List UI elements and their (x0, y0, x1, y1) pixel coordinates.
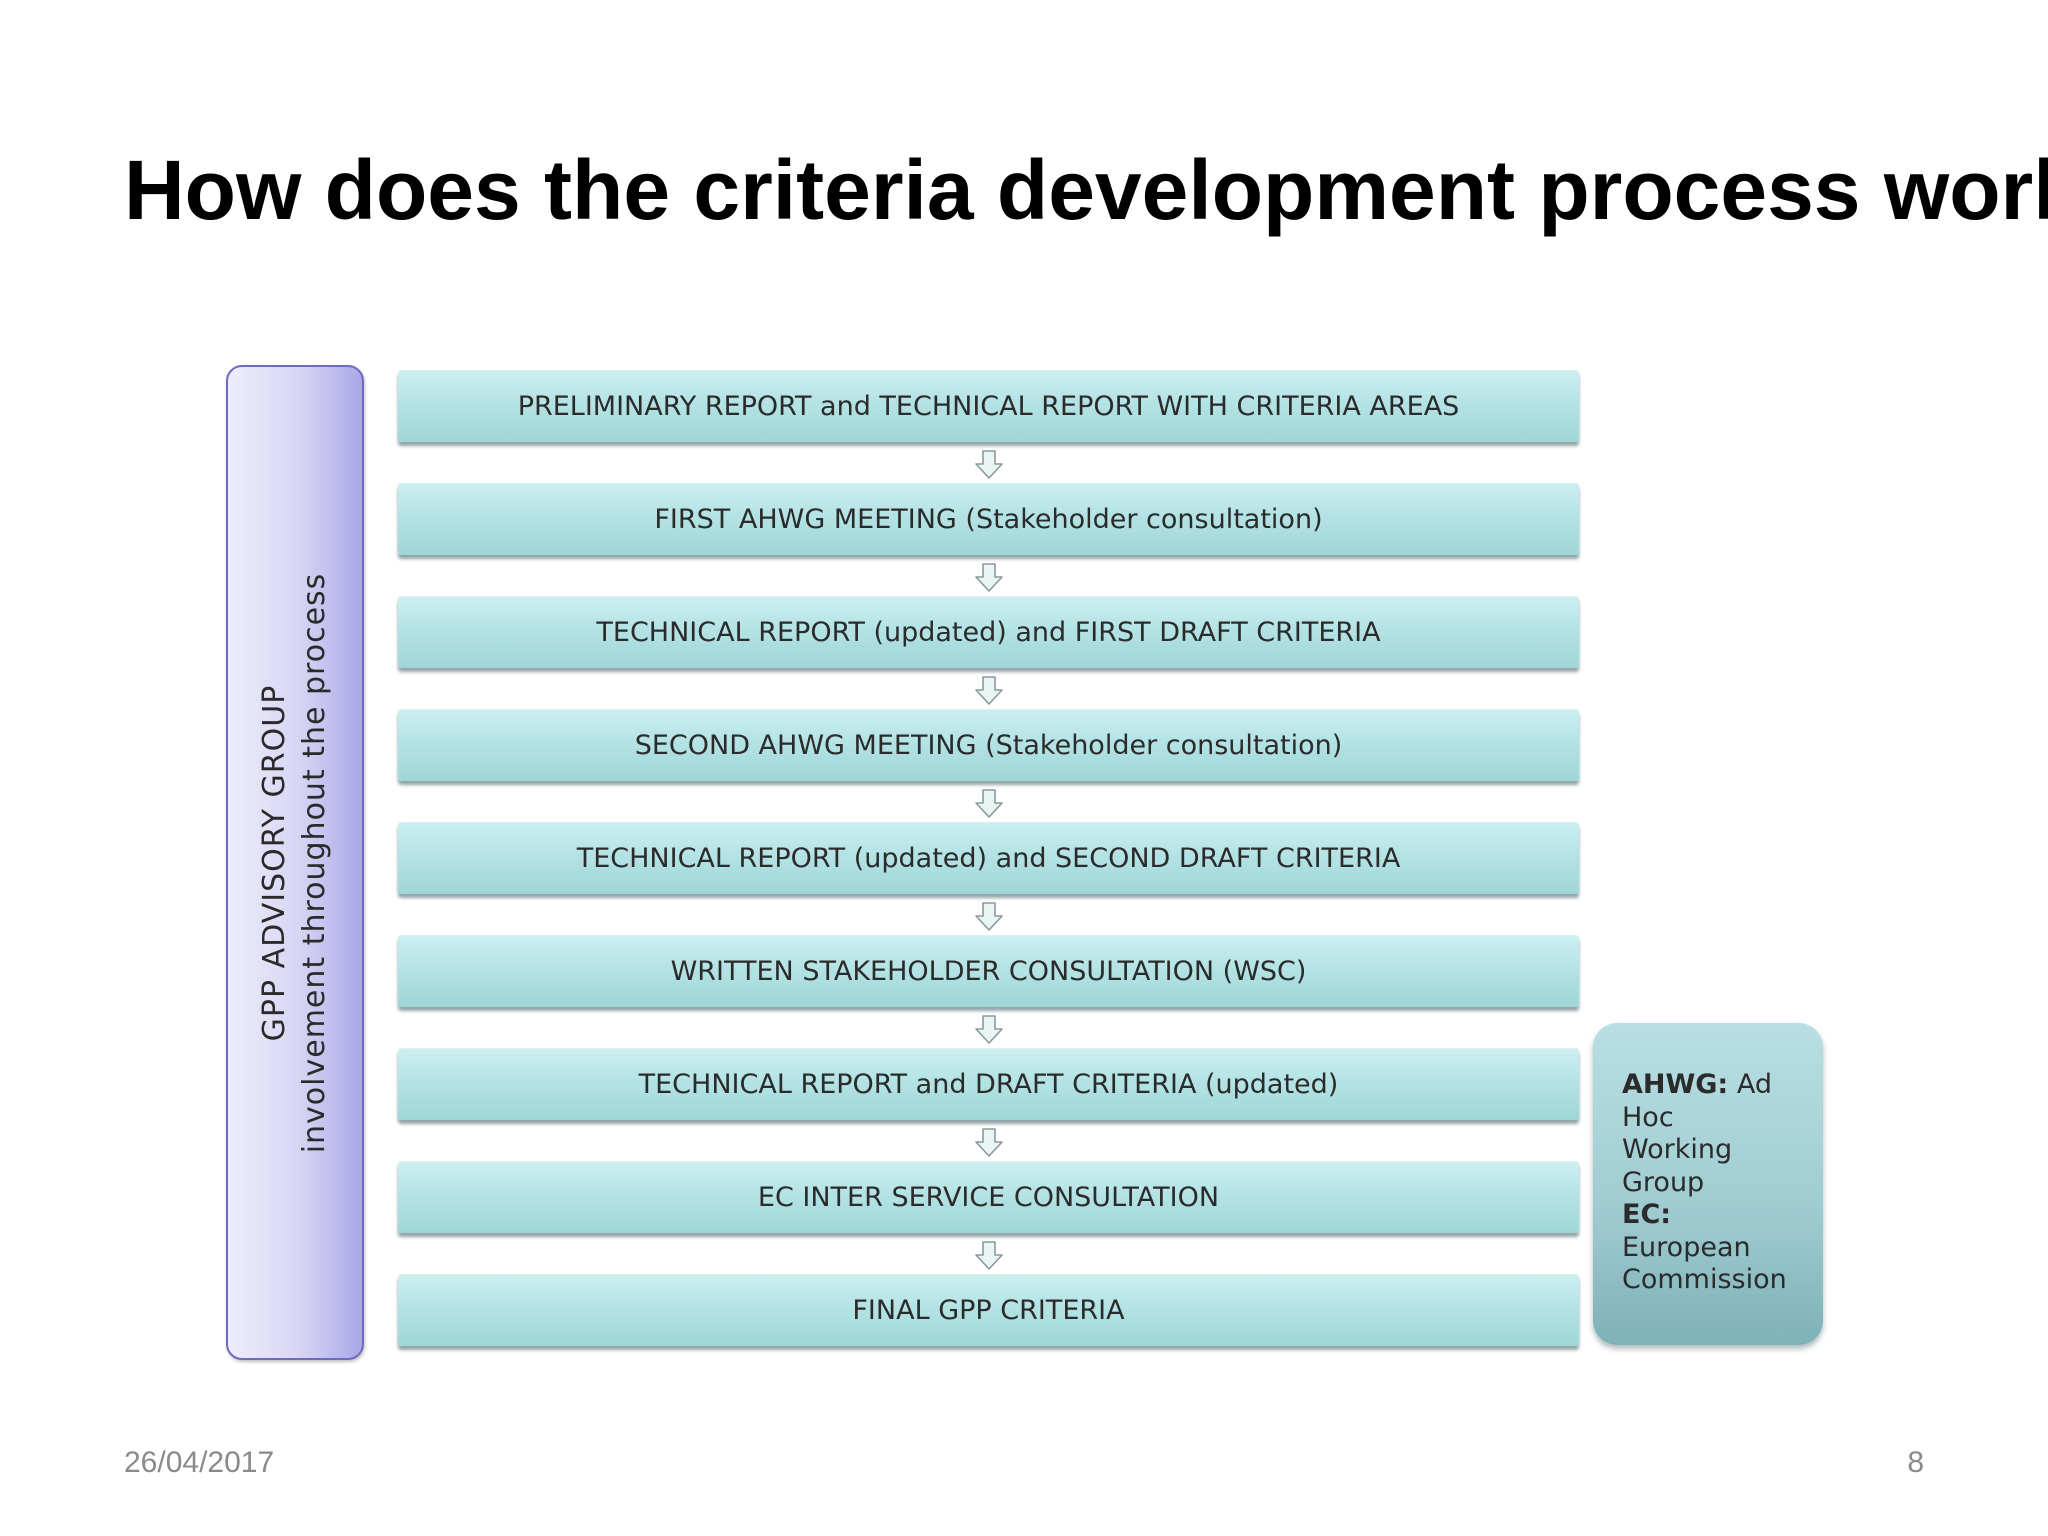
legend-ahwg-line: AHWG: Ad (1622, 1069, 1803, 1102)
down-arrow-icon (975, 1015, 1003, 1044)
legend-ahwg-word: Group (1622, 1166, 1705, 1198)
advisory-group-text: GPP ADVISORY GROUP involvement throughou… (255, 413, 335, 1313)
slide-page-number: 8 (1907, 1446, 1924, 1479)
legend-ahwg-word: Working (1622, 1134, 1733, 1165)
legend-ahwg-abbr: AHWG: (1622, 1069, 1729, 1100)
process-step-2: FIRST AHWG MEETING (Stakeholder consulta… (398, 483, 1579, 555)
advisory-group-title: GPP ADVISORY GROUP (257, 684, 292, 1041)
legend-ec-word: European (1622, 1231, 1751, 1263)
legend-ec-word: Commission (1622, 1264, 1787, 1295)
legend-ec-abbr: EC: (1622, 1199, 1672, 1230)
advisory-group-bar: GPP ADVISORY GROUP involvement throughou… (226, 365, 364, 1360)
legend-ahwg-word: Ad (1736, 1069, 1772, 1100)
slide-date: 26/04/2017 (124, 1446, 275, 1479)
down-arrow-icon (975, 902, 1003, 931)
slide-title: How does the criteria development proces… (124, 143, 2048, 237)
down-arrow-icon (975, 1241, 1003, 1270)
process-step-7: TECHNICAL REPORT and DRAFT CRITERIA (upd… (398, 1048, 1579, 1120)
down-arrow-icon (975, 450, 1003, 479)
process-step-1: PRELIMINARY REPORT and TECHNICAL REPORT … (398, 370, 1579, 442)
process-step-4: SECOND AHWG MEETING (Stakeholder consult… (398, 709, 1579, 781)
process-step-8: EC INTER SERVICE CONSULTATION (398, 1161, 1579, 1233)
process-step-5: TECHNICAL REPORT (updated) and SECOND DR… (398, 822, 1579, 894)
down-arrow-icon (975, 1128, 1003, 1157)
legend-ahwg-word: Hoc (1622, 1101, 1674, 1133)
process-step-6: WRITTEN STAKEHOLDER CONSULTATION (WSC) (398, 935, 1579, 1007)
advisory-group-subtitle: involvement throughout the process (297, 572, 332, 1153)
down-arrow-icon (975, 563, 1003, 592)
legend-ec-line: EC: (1622, 1199, 1803, 1232)
process-step-9: FINAL GPP CRITERIA (398, 1274, 1579, 1346)
abbreviation-legend: AHWG: Ad Hoc Working Group EC: European … (1593, 1023, 1823, 1345)
down-arrow-icon (975, 789, 1003, 818)
down-arrow-icon (975, 676, 1003, 705)
process-step-3: TECHNICAL REPORT (updated) and FIRST DRA… (398, 596, 1579, 668)
